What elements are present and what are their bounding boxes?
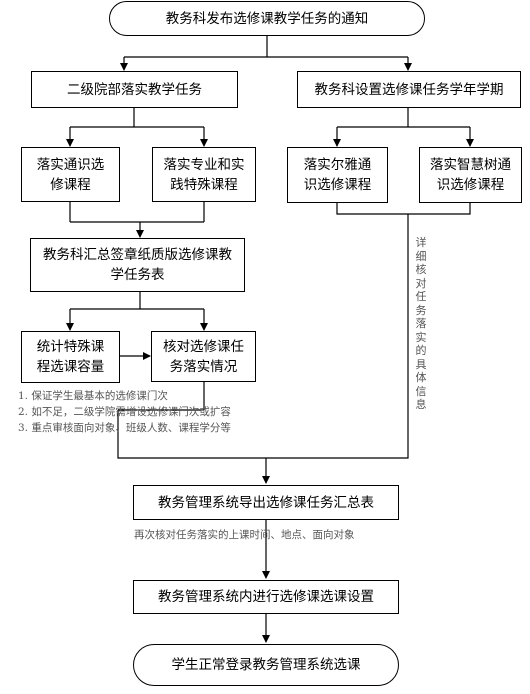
note-list-item: 1. 保证学生最基本的选修课门次 [18,390,168,402]
node-erya-label: 落实尔雅通识选修课程 [303,157,372,193]
node-general: 落实通识选修课程 [21,147,120,202]
node-dept: 二级院部落实教学任务 [31,71,238,108]
node-setup-label: 教务管理系统内进行选修课选课设置 [158,589,374,605]
connector-verify-to-merge [117,410,266,459]
node-special-label: 落实专业和实践特殊课程 [163,156,245,193]
node-zhihuishu: 落实智慧树通识选修课程 [419,147,522,203]
node-special: 落实专业和实践特殊课程 [152,147,256,202]
node-erya: 落实尔雅通识选修课程 [287,147,388,203]
node-summary: 教务科汇总签章纸质版选修课教学任务表 [30,238,245,292]
node-start-label: 教务科发布选修课教学任务的通知 [165,10,369,27]
node-start: 教务科发布选修课教学任务的通知 [109,1,425,36]
connector-erya-down [336,202,471,215]
node-end-label: 学生正常登录教务管理系统选课 [171,657,361,673]
node-zhihuishu-label: 落实智慧树通识选修课程 [430,157,511,193]
node-general-label: 落实通识选修课程 [36,156,105,193]
note-list: 1. 保证学生最基本的选修课门次 2. 如不足，二级学院需增设选修课门次或扩容 … [18,388,231,436]
node-capacity: 统计特殊课程选课容量 [21,331,120,383]
node-verify-label: 核对选修课任务落实情况 [163,338,244,375]
node-dept-label: 二级院部落实教学任务 [67,81,202,98]
note-recheck: 再次核对任务落实的上课时间、地点、面向对象 [134,529,355,541]
node-export: 教务管理系统导出选修课任务汇总表 [133,485,399,520]
node-verify: 核对选修课任务落实情况 [151,331,256,382]
node-capacity-label: 统计特殊课程选课容量 [36,339,105,375]
node-end: 学生正常登录教务管理系统选课 [133,644,399,686]
note-detail: 详细核对任务落实的具体信息 [415,236,427,411]
note-list-item: 3. 重点审核面向对象、班级人数、课程学分等 [18,422,231,434]
node-summary-label: 教务科汇总签章纸质版选修课教学任务表 [43,247,232,283]
node-office-label: 教务科设置选修课任务学年学期 [314,81,504,98]
note-list-item: 2. 如不足，二级学院需增设选修课门次或扩容 [18,406,231,418]
node-export-label: 教务管理系统导出选修课任务汇总表 [158,494,374,511]
node-setup: 教务管理系统内进行选修课选课设置 [133,580,399,614]
node-office: 教务科设置选修课任务学年学期 [297,71,521,108]
connector-detail-line [266,214,409,459]
